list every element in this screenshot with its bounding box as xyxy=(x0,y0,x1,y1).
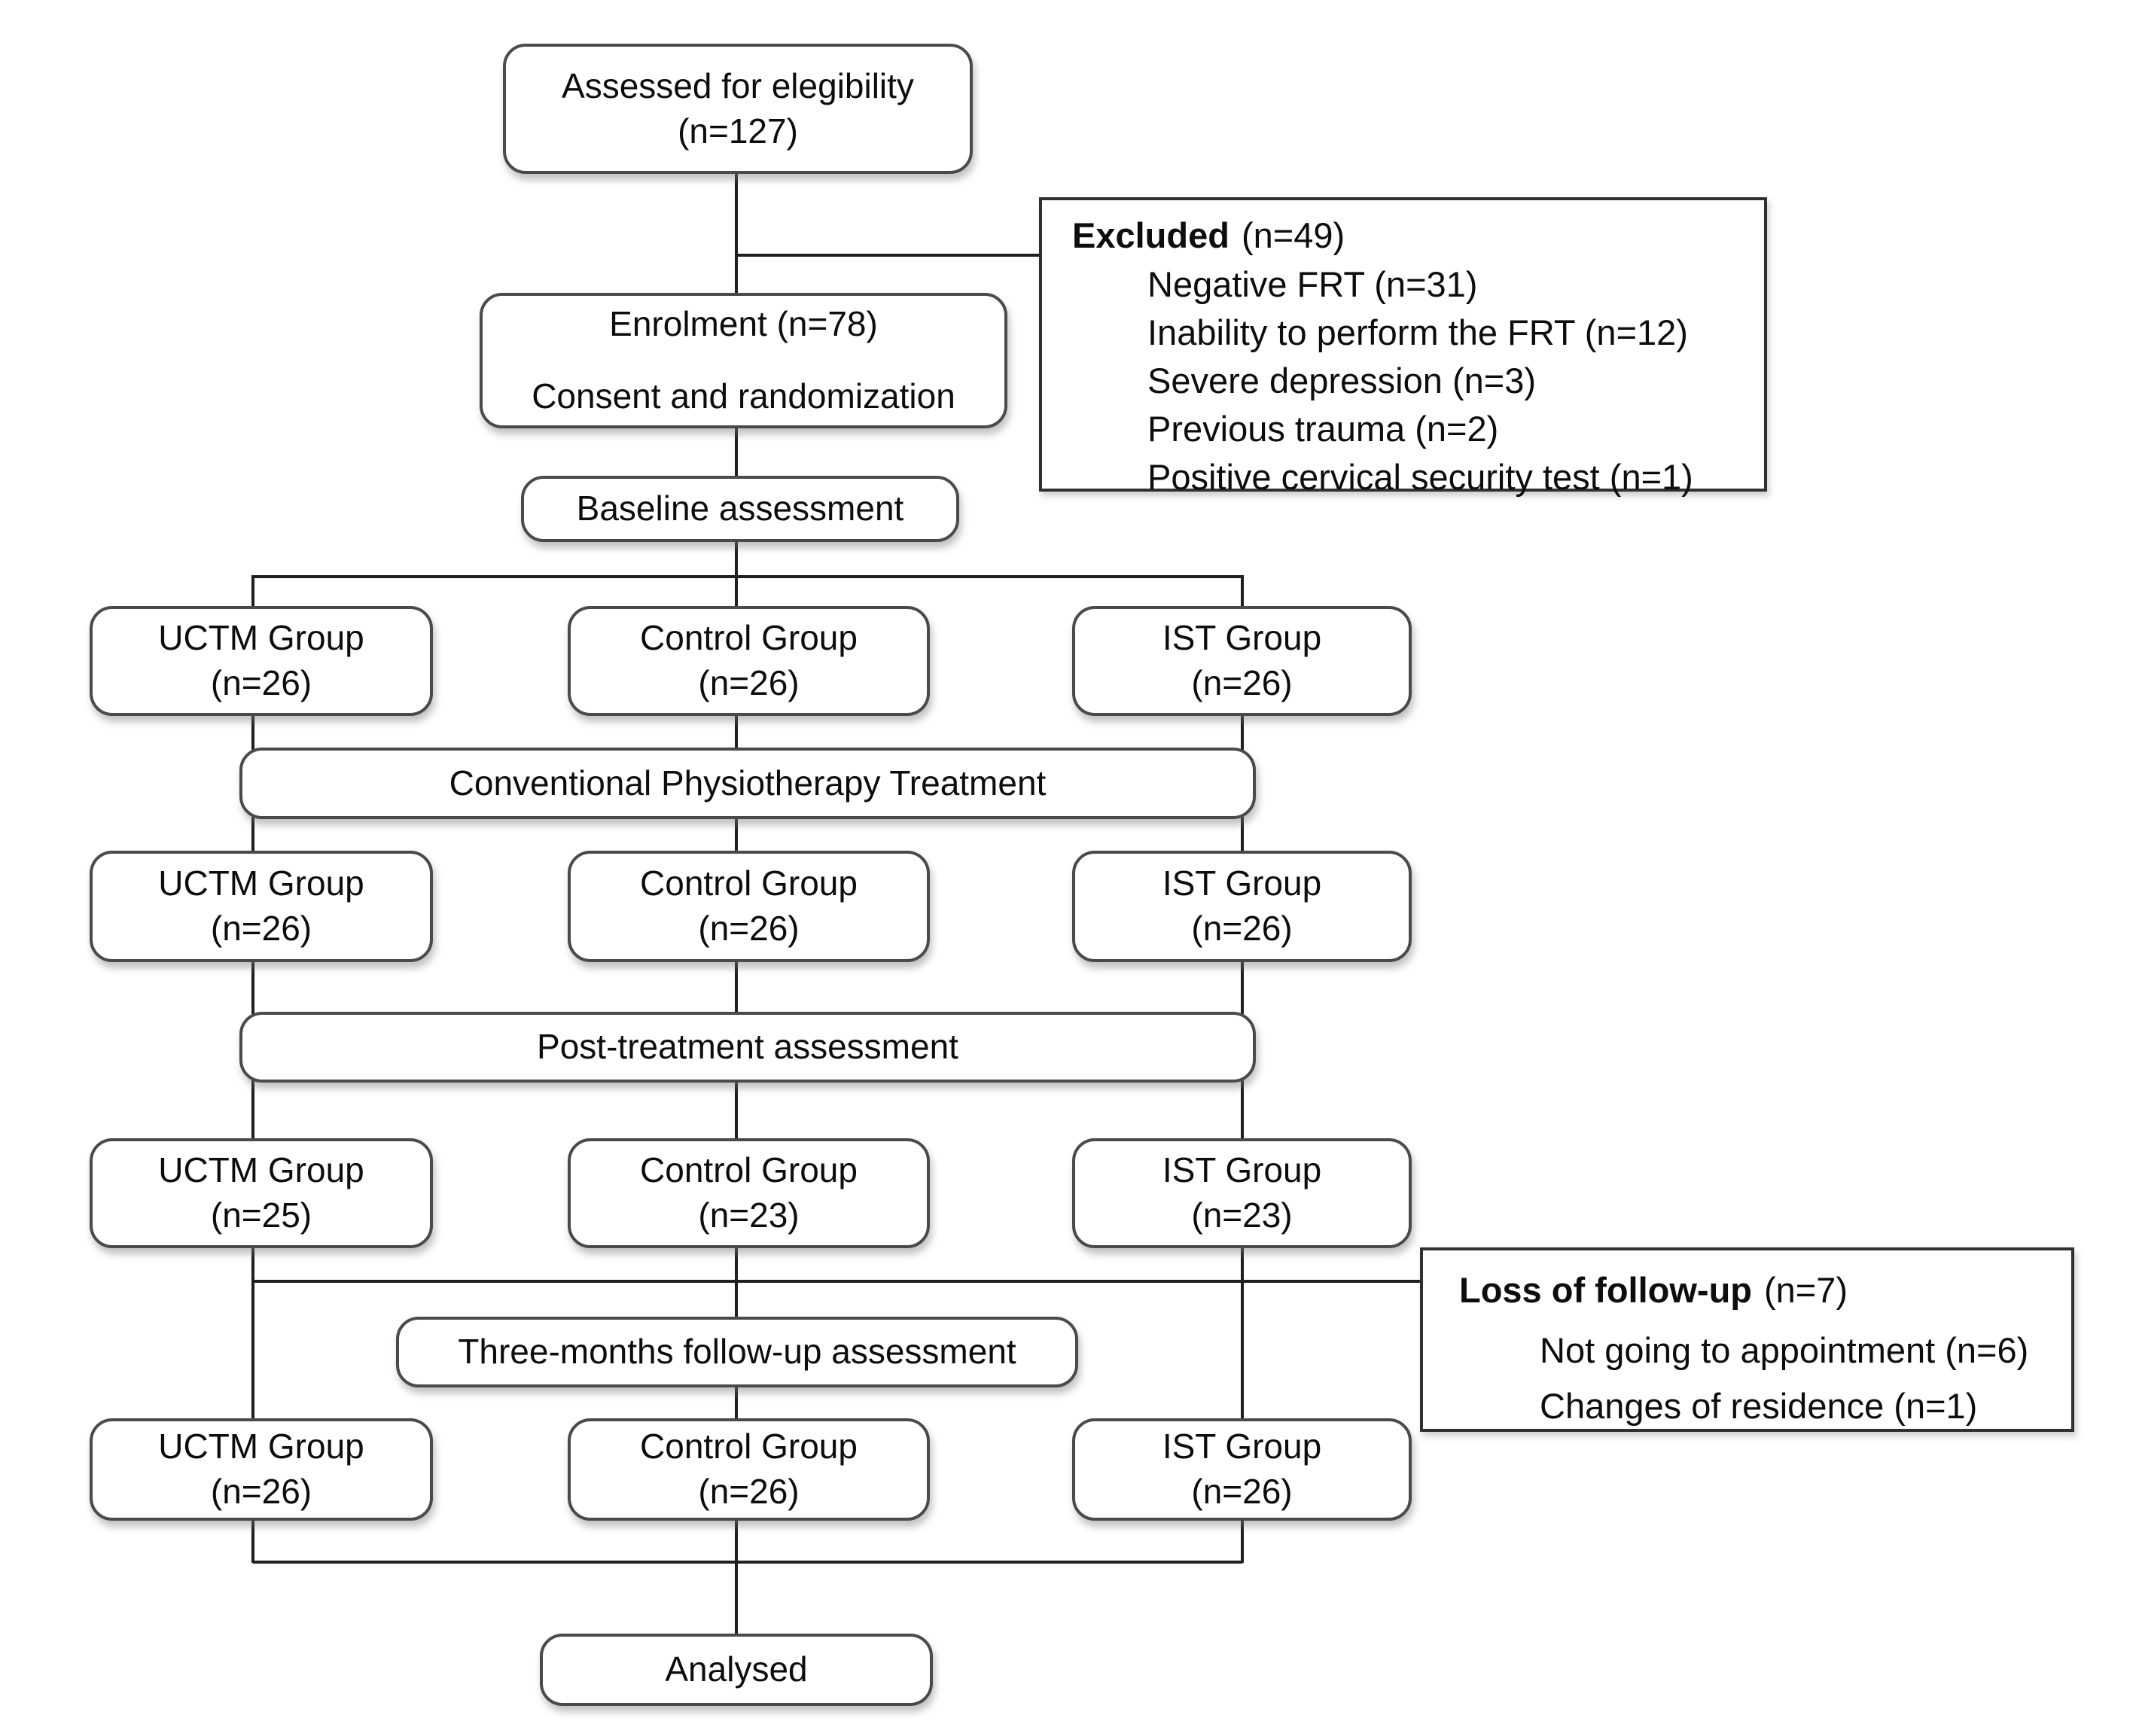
excluded-item: Inability to perform the FRT (n=12) xyxy=(1147,312,1688,352)
loss-follow-up-box: Loss of follow-up (n=7) Not going to appo… xyxy=(1420,1247,2074,1432)
group-label: IST Group xyxy=(1162,863,1322,903)
group-count: (n=23) xyxy=(1191,1195,1293,1235)
group-box-row3-control: Control Group (n=23) xyxy=(568,1138,930,1248)
connector-line xyxy=(251,575,254,608)
assessed-eligibility-box: Assessed for elegibility (n=127) xyxy=(503,44,973,174)
group-count: (n=26) xyxy=(1191,1472,1293,1511)
connector-line xyxy=(735,1385,738,1421)
group-box-row1-ist: IST Group (n=26) xyxy=(1072,606,1412,716)
connector-merge-line xyxy=(253,1561,1242,1564)
connector-line xyxy=(251,1080,254,1141)
connector-line xyxy=(1241,1080,1244,1141)
connector-line xyxy=(735,1561,738,1635)
excluded-count: (n=49) xyxy=(1241,215,1345,255)
post-treatment-label: Post-treatment assessment xyxy=(537,1027,958,1067)
group-count: (n=26) xyxy=(210,663,312,702)
group-box-row1-control: Control Group (n=26) xyxy=(568,606,930,716)
conventional-treatment-box: Conventional Physiotherapy Treatment xyxy=(239,748,1256,819)
connector-line xyxy=(1241,1246,1244,1421)
excluded-item: Positive cervical security test (n=1) xyxy=(1147,457,1693,497)
connector-line xyxy=(1241,960,1244,1014)
connector-line xyxy=(1241,714,1244,750)
connector-line xyxy=(735,540,738,608)
connector-line xyxy=(1241,1519,1244,1563)
group-label: Control Group xyxy=(640,863,858,903)
loss-title-bold: Loss of follow-up xyxy=(1459,1270,1752,1310)
group-box-row2-uctm: UCTM Group (n=26) xyxy=(90,851,433,962)
group-count: (n=26) xyxy=(698,1472,800,1511)
connector-line xyxy=(251,1519,254,1563)
group-box-row4-uctm: UCTM Group (n=26) xyxy=(90,1418,433,1521)
excluded-title: Excluded (n=49) xyxy=(1042,200,1764,260)
connector-line xyxy=(251,960,254,1014)
excluded-item: Negative FRT (n=31) xyxy=(1147,264,1478,304)
group-label: UCTM Group xyxy=(158,1150,364,1190)
loss-item: Not going to appointment (n=6) xyxy=(1540,1330,2029,1370)
group-count: (n=26) xyxy=(698,663,800,702)
connector-line xyxy=(1241,817,1244,853)
group-count: (n=25) xyxy=(210,1195,312,1235)
conventional-label: Conventional Physiotherapy Treatment xyxy=(449,763,1047,803)
group-count: (n=26) xyxy=(1191,663,1293,702)
post-treatment-box: Post-treatment assessment xyxy=(239,1012,1256,1083)
excluded-item: Severe depression (n=3) xyxy=(1147,361,1536,400)
connector-line xyxy=(251,1246,254,1421)
group-box-row3-ist: IST Group (n=23) xyxy=(1072,1138,1412,1248)
group-label: Control Group xyxy=(640,1427,858,1466)
group-label: UCTM Group xyxy=(158,1427,364,1466)
group-label: IST Group xyxy=(1162,618,1322,658)
connector-branch-line xyxy=(253,575,1242,578)
baseline-assessment-box: Baseline assessment xyxy=(521,476,959,542)
loss-title: Loss of follow-up (n=7) xyxy=(1423,1250,2071,1323)
connector-line xyxy=(1241,575,1244,608)
group-box-row4-control: Control Group (n=26) xyxy=(568,1418,930,1521)
baseline-label: Baseline assessment xyxy=(576,489,904,528)
connector-line xyxy=(735,714,738,750)
group-box-row1-uctm: UCTM Group (n=26) xyxy=(90,606,433,716)
group-label: Control Group xyxy=(640,618,858,658)
analysed-label: Analysed xyxy=(665,1649,808,1689)
enrolment-box: Enrolment (n=78) Consent and randomizati… xyxy=(480,293,1007,428)
group-label: UCTM Group xyxy=(158,863,364,903)
group-count: (n=26) xyxy=(1191,909,1293,948)
assessed-line1: Assessed for elegibility xyxy=(562,65,914,105)
connector-line xyxy=(735,1080,738,1141)
group-box-row2-control: Control Group (n=26) xyxy=(568,851,930,962)
connector-line-to-excluded xyxy=(736,254,1041,257)
excluded-box: Excluded (n=49) Negative FRT (n=31) Inabi… xyxy=(1039,197,1767,497)
enrolment-line1: Enrolment (n=78) xyxy=(609,304,878,344)
group-count: (n=26) xyxy=(210,909,312,948)
connector-line xyxy=(735,1519,738,1563)
connector-line xyxy=(251,714,254,750)
assessed-count: (n=127) xyxy=(678,111,798,151)
connector-line xyxy=(251,817,254,853)
group-label: IST Group xyxy=(1162,1427,1322,1466)
group-count: (n=26) xyxy=(210,1472,312,1511)
loss-item: Changes of residence (n=1) xyxy=(1540,1386,1978,1426)
connector-line xyxy=(735,960,738,1014)
connector-line-to-loss xyxy=(253,1280,1421,1283)
group-box-row2-ist: IST Group (n=26) xyxy=(1072,851,1412,962)
group-label: UCTM Group xyxy=(158,618,364,658)
enrolment-line2: Consent and randomization xyxy=(532,376,955,416)
three-months-box: Three-months follow-up assessment xyxy=(396,1317,1078,1387)
connector-line xyxy=(735,817,738,853)
analysed-box: Analysed xyxy=(540,1634,933,1706)
group-box-row3-uctm: UCTM Group (n=25) xyxy=(90,1138,433,1248)
group-label: IST Group xyxy=(1162,1150,1322,1190)
group-box-row4-ist: IST Group (n=26) xyxy=(1072,1418,1412,1521)
excluded-title-bold: Excluded xyxy=(1072,215,1229,255)
group-count: (n=23) xyxy=(698,1195,800,1235)
three-months-label: Three-months follow-up assessment xyxy=(458,1332,1016,1372)
excluded-item: Previous trauma (n=2) xyxy=(1147,409,1499,449)
group-label: Control Group xyxy=(640,1150,858,1190)
group-count: (n=26) xyxy=(698,909,800,948)
loss-count: (n=7) xyxy=(1764,1270,1848,1310)
connector-line xyxy=(735,172,738,295)
connector-line xyxy=(735,426,738,478)
